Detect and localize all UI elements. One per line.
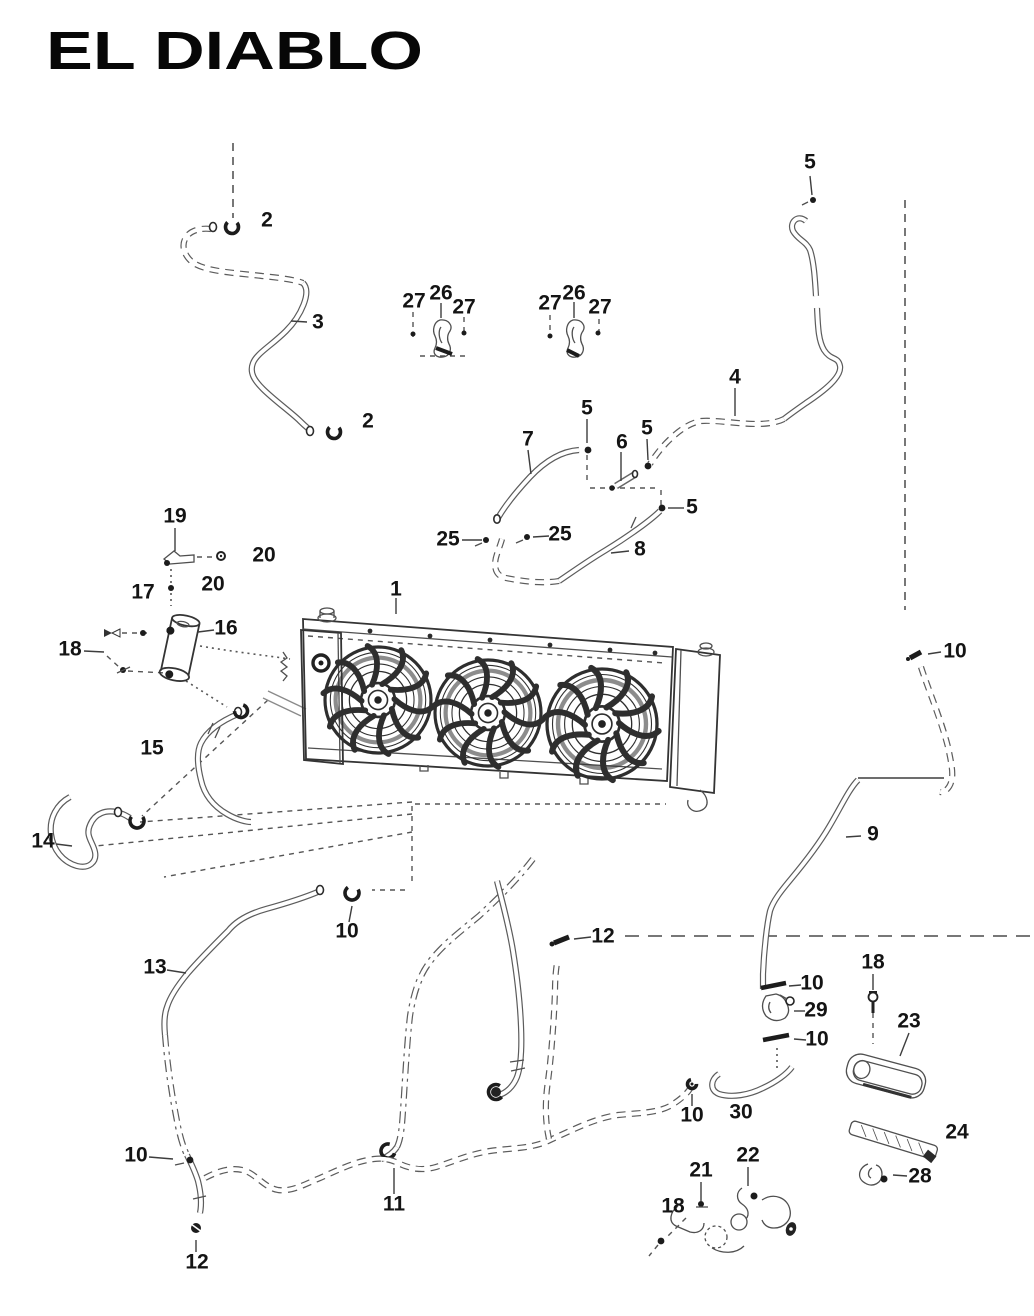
clamp-10 (685, 1077, 699, 1091)
page-title: EL DIABLO (46, 21, 424, 81)
part-label-12: 12 (591, 925, 614, 948)
fitting-22 (736, 1187, 749, 1220)
bolt-21 (698, 1201, 704, 1207)
hose-feed-solid (486, 881, 526, 1102)
part-label-27: 27 (538, 292, 561, 315)
part-label-4: 4 (729, 366, 741, 389)
part-label-18: 18 (861, 951, 885, 974)
part-label-19: 19 (163, 505, 186, 528)
part-label-20: 20 (252, 544, 275, 567)
part-label-5: 5 (581, 397, 593, 420)
part-label-23: 23 (897, 1010, 920, 1033)
part-label-17: 17 (131, 581, 154, 604)
brackets-26-27 (410, 302, 601, 358)
drain-riser-12 (546, 934, 570, 1139)
part-label-1: 1 (390, 578, 402, 601)
valve-assembly-29 (760, 980, 795, 1070)
part-label-11: 11 (383, 1193, 406, 1216)
part-label-10: 10 (800, 972, 823, 995)
part-label-5: 5 (641, 417, 653, 440)
part-label-3: 3 (312, 311, 324, 334)
hose-13 (164, 884, 361, 1233)
part-label-25: 25 (548, 523, 572, 546)
part-label-27: 27 (452, 296, 475, 319)
part-label-6: 6 (616, 431, 628, 454)
part-label-28: 28 (908, 1165, 932, 1188)
hose-clamp (325, 423, 343, 441)
center-pipes (474, 446, 666, 583)
bolt-18-right (867, 991, 879, 1013)
part-label-15: 15 (140, 737, 164, 760)
hose-upper-right (650, 197, 840, 464)
label-leaders (55, 175, 942, 1252)
part-label-8: 8 (634, 538, 646, 561)
radiator-cap (317, 607, 337, 623)
part-label-5: 5 (686, 496, 698, 519)
clamp-10 (762, 1032, 790, 1043)
hose-30 (685, 1067, 793, 1096)
hose-9 (763, 649, 952, 989)
radiator-mount-bolts (367, 628, 658, 656)
clamp-10 (908, 649, 923, 661)
part-label-2: 2 (261, 209, 273, 232)
bracket-26-right (566, 302, 585, 358)
part-label-27: 27 (402, 290, 425, 313)
bolt-20b (168, 585, 174, 591)
part-label-14: 14 (31, 830, 55, 853)
fan-center (433, 658, 543, 768)
bolt-17 (104, 629, 112, 637)
part-label-2: 2 (362, 410, 374, 433)
fan-right (545, 667, 659, 781)
hose-return-hidden (379, 859, 533, 1160)
hose-clamp (223, 218, 241, 236)
part-label-5: 5 (804, 151, 816, 174)
part-label-7: 7 (522, 428, 534, 451)
fitting-6 (609, 469, 639, 491)
part-label-13: 13 (143, 956, 166, 979)
part-label-10: 10 (680, 1104, 703, 1127)
thermostat-assembly (657, 1187, 797, 1253)
radiator-assembly (300, 607, 721, 812)
part-label-25: 25 (436, 528, 460, 551)
clamp-10 (486, 1082, 506, 1102)
part-label-27: 27 (588, 296, 611, 319)
bracket-23 (845, 1053, 927, 1099)
part-label-22: 22 (736, 1144, 759, 1167)
hose-11 (205, 1087, 691, 1190)
part-label-26: 26 (429, 282, 452, 305)
bottle-16 (158, 614, 201, 682)
bracket-24 (848, 1120, 939, 1164)
part-label-18: 18 (661, 1195, 685, 1218)
part-label-18: 18 (58, 638, 82, 661)
bracket-26-left (433, 303, 453, 358)
coolant-bottle-assembly (104, 550, 226, 682)
clamp-10 (186, 1156, 194, 1164)
part-label-30: 30 (729, 1101, 752, 1124)
part-label-10: 10 (335, 920, 358, 943)
part-label-10: 10 (805, 1028, 828, 1051)
part-label-12: 12 (185, 1251, 208, 1274)
clamp-10 (760, 980, 787, 991)
part-label-16: 16 (214, 617, 237, 640)
part-label-10: 10 (943, 640, 966, 663)
part-label-10: 10 (124, 1144, 147, 1167)
hose-15 (198, 702, 251, 822)
part-label-24: 24 (945, 1121, 969, 1144)
valve-29 (761, 993, 790, 1022)
radiator-port (311, 653, 331, 673)
bolt-18 (657, 1237, 665, 1245)
part-label-9: 9 (867, 823, 879, 846)
clamp-10 (343, 884, 361, 902)
bolt-20 (216, 551, 226, 561)
part-label-29: 29 (804, 999, 827, 1022)
bracket-19 (162, 550, 195, 565)
hose-14 (51, 797, 146, 867)
part-label-21: 21 (689, 1159, 713, 1182)
part-label-20: 20 (201, 573, 224, 596)
clip-28 (858, 1163, 888, 1186)
part-label-26: 26 (562, 282, 585, 305)
